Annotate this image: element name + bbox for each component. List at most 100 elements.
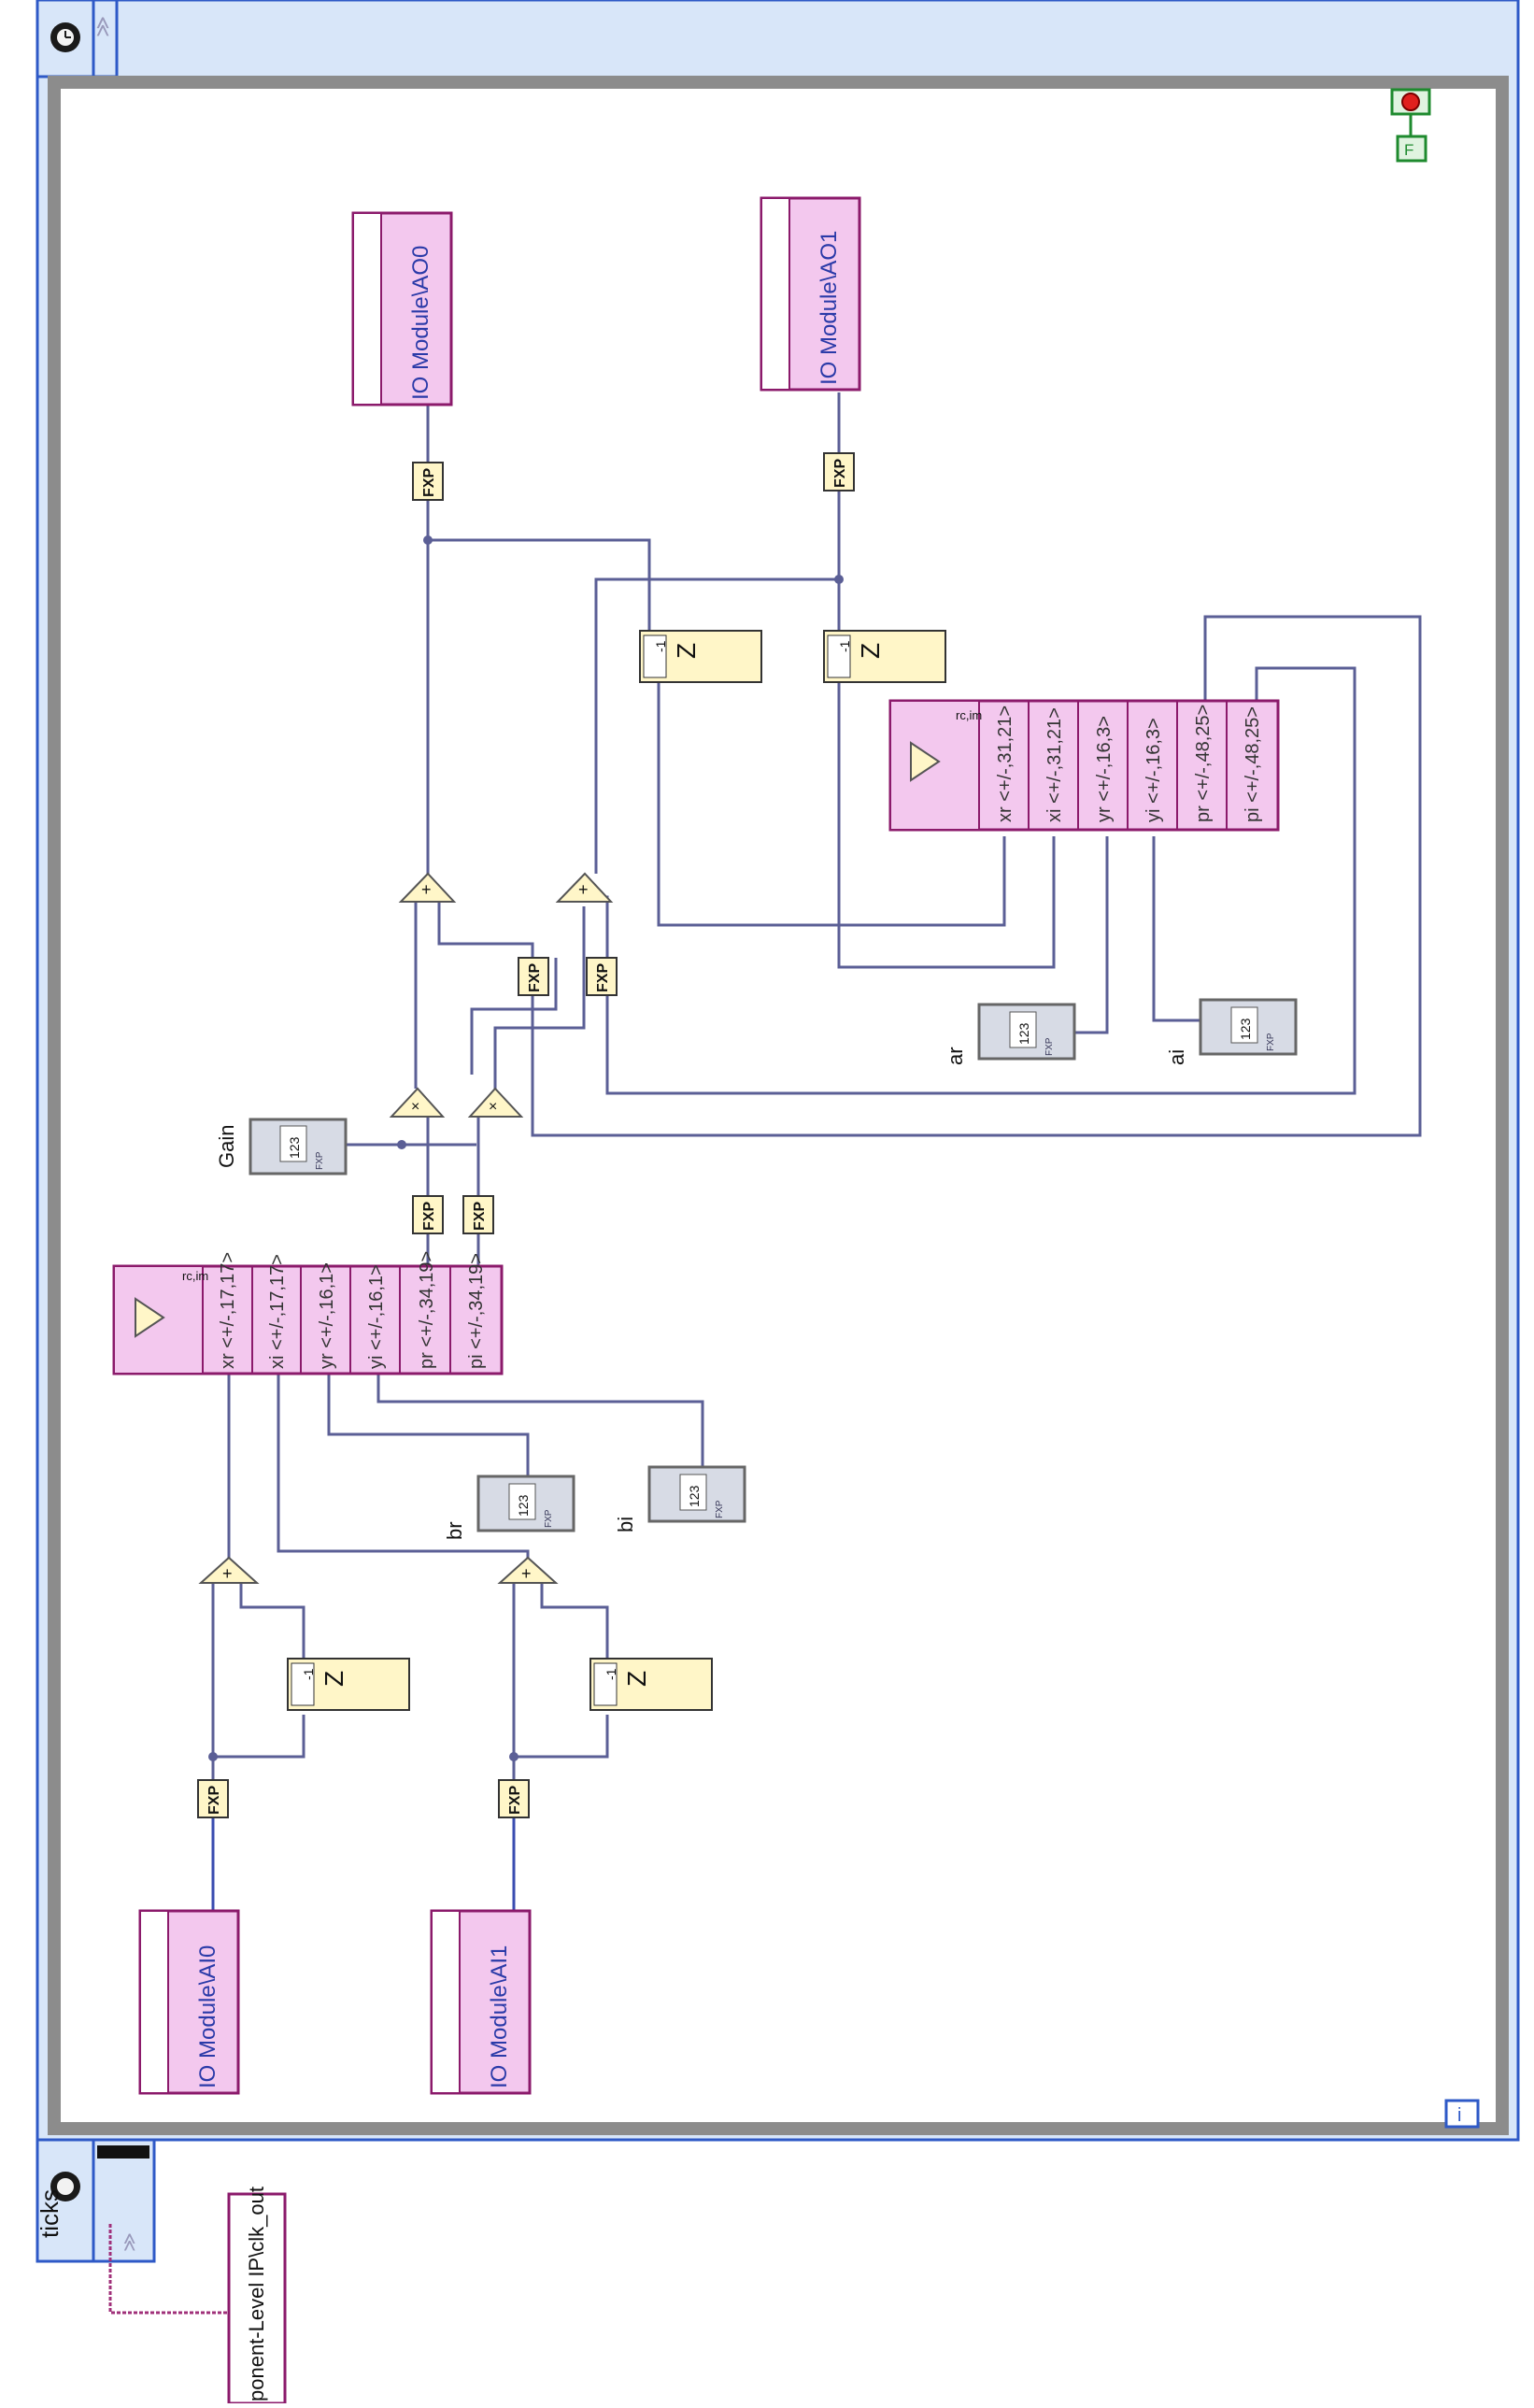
constant-bi-label: bi: [614, 1517, 637, 1532]
svg-text:123: 123: [516, 1494, 531, 1517]
svg-text:123: 123: [287, 1136, 302, 1159]
loop-config-icon[interactable]: ≫: [50, 16, 114, 52]
svg-text:≫: ≫: [91, 16, 114, 37]
svg-text:xi <+/-,31,21>: xi <+/-,31,21>: [1044, 707, 1065, 822]
svg-text:xr <+/-,31,21>: xr <+/-,31,21>: [995, 705, 1016, 822]
svg-text:yr <+/-,16,3>: yr <+/-,16,3>: [1094, 716, 1115, 822]
constant-br[interactable]: 123 FXP br: [443, 1475, 575, 1540]
svg-text:FXP: FXP: [544, 1509, 554, 1528]
fxp-convert-fb2: FXP: [586, 957, 618, 996]
svg-text:rc,im: rc,im: [956, 708, 982, 722]
svg-text:123: 123: [1238, 1018, 1253, 1040]
fxp-convert-ao1: FXP: [823, 452, 855, 492]
svg-text:FXP: FXP: [1044, 1037, 1055, 1056]
constant-bi[interactable]: 123 FXP bi: [614, 1465, 746, 1532]
svg-text:FXP: FXP: [507, 1786, 523, 1815]
adder-ai1: +: [497, 1556, 559, 1584]
complex-multiply-2[interactable]: rc,im xr <+/-,31,21> xi <+/-,31,21> yr <…: [888, 699, 1280, 832]
svg-text:pr <+/-,48,25>: pr <+/-,48,25>: [1193, 705, 1214, 822]
io-node-ao0-label: IO Module\AO0: [408, 246, 433, 400]
constant-ai[interactable]: 123 FXP ai: [1165, 998, 1298, 1065]
fxp-conversions[interactable]: FXP FXP FXP FXP FXP FXP FXP FXP: [197, 452, 855, 1818]
stop-terminal[interactable]: F: [1390, 88, 1431, 163]
svg-text:-1: -1: [604, 1668, 618, 1680]
constant-ar[interactable]: 123 FXP ar: [944, 1003, 1076, 1065]
iteration-terminal: i: [1444, 2099, 1480, 2129]
io-node-ao0[interactable]: IO Module\AO0: [351, 211, 453, 406]
ticks-label: ticks: [36, 2189, 64, 2238]
io-node-ai1-label: IO Module\AI1: [487, 1945, 512, 2088]
io-node-clock[interactable]: ponent-Level IP\clk_out: [227, 2187, 287, 2405]
delay-blocks[interactable]: Z -1 Z -1 Z -1 Z -1: [287, 630, 946, 1711]
svg-text:pr <+/-,34,19>: pr <+/-,34,19>: [417, 1251, 437, 1369]
svg-text:123: 123: [1016, 1022, 1031, 1045]
svg-text:FXP: FXP: [472, 1202, 488, 1231]
io-node-ai0-label: IO Module\AI0: [195, 1945, 220, 2088]
svg-text:×: ×: [411, 1099, 419, 1115]
delay-ao0: Z -1: [639, 630, 762, 683]
fxp-convert-fb1: FXP: [518, 957, 549, 996]
svg-text:+: +: [222, 1564, 233, 1583]
fxp-convert-ai1: FXP: [498, 1779, 530, 1818]
svg-text:FXP: FXP: [595, 963, 611, 992]
svg-text:rc,im: rc,im: [182, 1269, 208, 1283]
while-loop-frame[interactable]: [48, 76, 1509, 2135]
fxp-convert-pr1: FXP: [412, 1195, 444, 1234]
io-node-ao1[interactable]: IO Module\AO1: [760, 196, 861, 392]
svg-text:yr <+/-,16,1>: yr <+/-,16,1>: [317, 1262, 337, 1369]
svg-text:+: +: [578, 880, 589, 899]
multiplier-gain-i: ×: [467, 1087, 524, 1118]
svg-text:Z: Z: [856, 643, 885, 659]
io-node-clock-label: ponent-Level IP\clk_out: [245, 2187, 268, 2401]
svg-text:pi <+/-,48,25>: pi <+/-,48,25>: [1243, 706, 1263, 822]
fxp-convert-pi1: FXP: [462, 1195, 494, 1234]
svg-text:Z: Z: [622, 1671, 651, 1687]
constant-gain-label: Gain: [215, 1125, 238, 1168]
delay-ai0: Z -1: [287, 1658, 410, 1711]
svg-text:+: +: [421, 880, 432, 899]
multiplier-gain-r: ×: [389, 1087, 446, 1118]
svg-text:FXP: FXP: [832, 459, 848, 488]
adder-out-i: +: [555, 872, 614, 903]
svg-text:Z: Z: [320, 1671, 348, 1687]
svg-text:FXP: FXP: [1266, 1033, 1276, 1051]
svg-text:-1: -1: [653, 640, 668, 652]
svg-text:×: ×: [489, 1099, 497, 1115]
svg-text:+: +: [521, 1564, 532, 1583]
io-node-ai1[interactable]: IO Module\AI1: [430, 1909, 532, 2095]
svg-text:FXP: FXP: [206, 1786, 222, 1815]
svg-text:xr <+/-,17,17>: xr <+/-,17,17>: [218, 1252, 238, 1369]
svg-text:yi <+/-,16,1>: yi <+/-,16,1>: [366, 1264, 387, 1369]
delay-ai1: Z -1: [589, 1658, 713, 1711]
svg-text:-1: -1: [301, 1668, 316, 1680]
ticks-node[interactable]: ticks ≫: [36, 2145, 149, 2252]
constant-ar-label: ar: [944, 1047, 967, 1065]
adder-out-r: +: [398, 872, 457, 903]
io-node-ai0[interactable]: IO Module\AI0: [138, 1909, 240, 2095]
complex-multiply-1[interactable]: rc,im xr <+/-,17,17> xi <+/-,17,17> yr <…: [112, 1251, 504, 1375]
svg-text:yi <+/-,16,3>: yi <+/-,16,3>: [1143, 718, 1164, 822]
svg-text:FXP: FXP: [527, 963, 543, 992]
svg-text:pi <+/-,34,19>: pi <+/-,34,19>: [466, 1253, 487, 1369]
stop-constant-label: F: [1404, 141, 1413, 159]
adders-multipliers[interactable]: + + × × + +: [198, 872, 614, 1584]
constant-br-label: br: [443, 1521, 466, 1540]
io-node-ao1-label: IO Module\AO1: [817, 231, 842, 385]
svg-text:-1: -1: [837, 640, 852, 652]
svg-text:Z: Z: [672, 643, 701, 659]
adder-ai0: +: [198, 1556, 260, 1584]
iteration-label: i: [1457, 2105, 1461, 2126]
svg-text:≫: ≫: [120, 2232, 140, 2252]
constant-ai-label: ai: [1165, 1049, 1188, 1065]
svg-text:xi <+/-,17,17>: xi <+/-,17,17>: [267, 1254, 288, 1369]
delay-ao1: Z -1: [823, 630, 946, 683]
wire-junctions: [208, 535, 844, 1761]
svg-text:FXP: FXP: [715, 1500, 725, 1518]
svg-text:FXP: FXP: [315, 1151, 325, 1170]
fxp-convert-ai0: FXP: [197, 1779, 229, 1818]
svg-text:FXP: FXP: [421, 468, 437, 497]
fxp-convert-ao0: FXP: [412, 462, 444, 501]
constant-gain[interactable]: 123 FXP Gain: [215, 1118, 348, 1176]
